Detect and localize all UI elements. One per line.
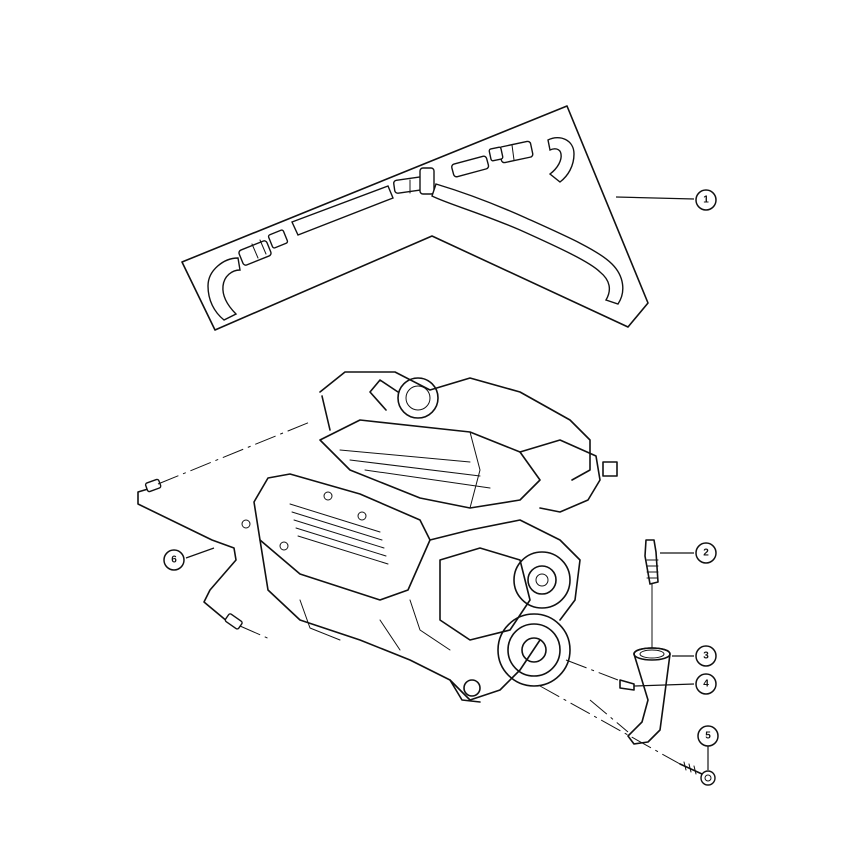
- inset-frame: [181, 105, 649, 331]
- svg-text:3: 3: [703, 651, 709, 662]
- stud-bolt: [619, 679, 635, 691]
- right-small-tube: [451, 155, 490, 178]
- svg-text:1: 1: [703, 195, 709, 206]
- svg-text:2: 2: [703, 548, 709, 559]
- callout-3: 3: [695, 645, 717, 667]
- dipstick-handle: [644, 539, 659, 585]
- right-curved-hose: [431, 183, 624, 305]
- engine-block: [241, 371, 618, 703]
- svg-text:6: 6: [171, 555, 177, 566]
- tee-connector: [393, 167, 435, 195]
- right-elbow-hose: [547, 136, 575, 183]
- callout-6-leader: [185, 547, 215, 559]
- breather-tube-line: [137, 485, 237, 623]
- bolt-dashline: [539, 685, 681, 765]
- hose-assembly-inset: [181, 105, 649, 331]
- tube-top-dashline: [157, 421, 311, 485]
- left-pcv-valve: [238, 229, 289, 266]
- callout-2: 2: [695, 542, 717, 564]
- callout-1: 1: [695, 189, 717, 211]
- callout-4-leader: [633, 683, 695, 687]
- svg-text:4: 4: [703, 679, 709, 690]
- right-pcv-valve: [488, 140, 534, 164]
- callout-5: 5: [697, 725, 719, 747]
- svg-text:5: 5: [705, 731, 711, 742]
- dipstick-assembly: [619, 539, 716, 786]
- breather-tube: [137, 478, 243, 630]
- callout-4: 4: [695, 673, 717, 695]
- callout-1-leader: [615, 196, 695, 200]
- mounting-bolt: [679, 761, 716, 786]
- tube-bottom-dashline: [239, 625, 273, 641]
- tube-dashline: [589, 699, 629, 733]
- stud-dashline: [565, 659, 619, 681]
- left-straight-hose: [291, 185, 394, 236]
- left-elbow-hose: [207, 257, 241, 321]
- dipstick-tube-funnel: [627, 647, 671, 745]
- callout-6: 6: [163, 549, 185, 571]
